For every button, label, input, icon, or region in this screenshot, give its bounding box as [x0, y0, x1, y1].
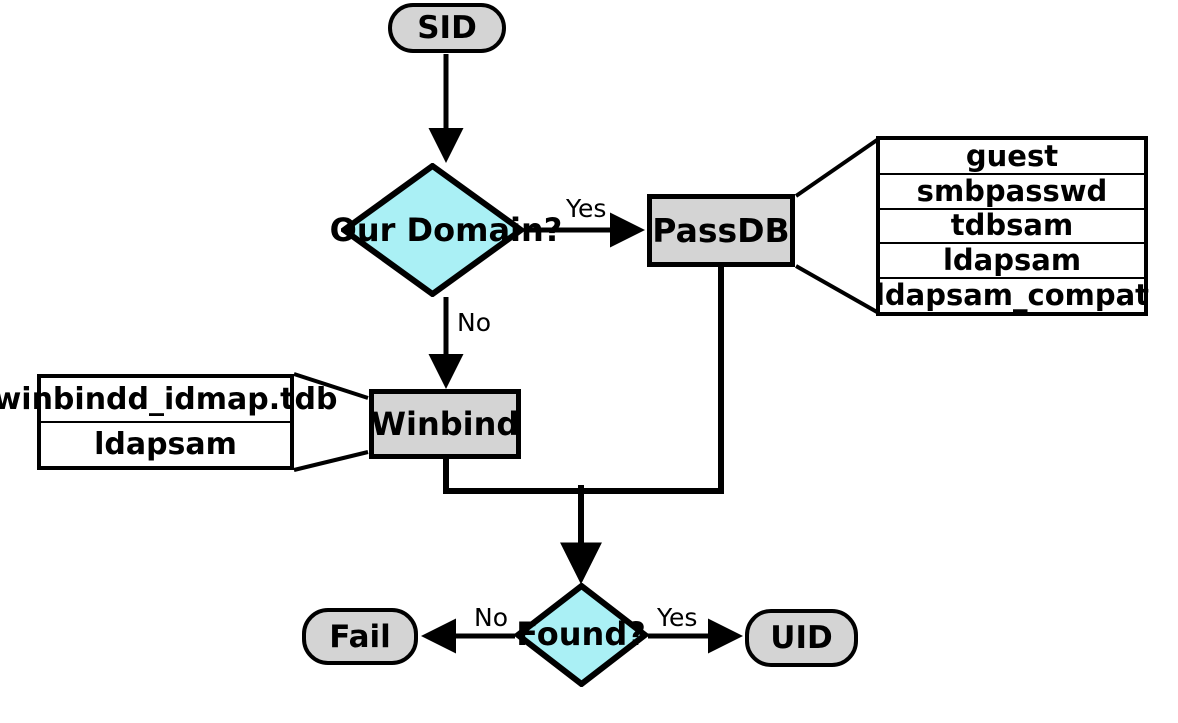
node-passdb[interactable]: PassDB	[647, 194, 795, 267]
table-row[interactable]: smbpasswd	[880, 175, 1144, 210]
node-found[interactable]	[515, 583, 648, 687]
passdb-backend-ldapsam: ldapsam	[942, 243, 1082, 278]
table-row[interactable]: winbindd_idmap.tdb	[0, 378, 337, 423]
edge-winbind-to-junction	[443, 459, 581, 494]
table-row[interactable]: guest	[880, 140, 1144, 175]
passdb-backend-guest: guest	[965, 138, 1059, 173]
node-sid-label: SID	[417, 10, 477, 46]
edge-label-found-yes: Yes	[657, 603, 698, 632]
table-row[interactable]: ldapsam	[41, 423, 290, 466]
passdb-backends-table: guest smbpasswd tdbsam ldapsam ldapsam_c…	[875, 136, 1149, 316]
edge-passdb-to-junction	[581, 267, 724, 494]
leader-passdb-top	[794, 138, 879, 198]
node-winbind-label: Winbind	[370, 405, 520, 443]
node-fail-label: Fail	[329, 618, 391, 655]
table-row[interactable]: ldapsam	[880, 243, 1144, 280]
table-row[interactable]: ldapsam_compat	[875, 279, 1149, 312]
passdb-backend-tdbsam: tdbsam	[950, 208, 1074, 243]
node-sid[interactable]: SID	[388, 3, 506, 53]
winbind-backend-ldapsam: ldapsam	[94, 426, 237, 462]
edge-label-domain-no: No	[457, 308, 491, 337]
node-winbind[interactable]: Winbind	[369, 389, 521, 459]
node-our-domain[interactable]	[341, 163, 524, 297]
table-row[interactable]: tdbsam	[880, 210, 1144, 245]
node-fail[interactable]: Fail	[302, 608, 418, 665]
passdb-backend-ldapsam-compat: ldapsam_compat	[874, 278, 1150, 313]
leader-passdb-bottom	[795, 264, 878, 314]
winbind-backends-table: winbindd_idmap.tdb ldapsam	[0, 374, 337, 470]
edge-label-domain-yes: Yes	[566, 194, 607, 223]
node-passdb-label: PassDB	[652, 211, 790, 250]
edge-label-found-no: No	[474, 603, 508, 632]
winbind-backend-idmap-tdb: winbindd_idmap.tdb	[0, 381, 338, 417]
leader-winbind-bottom	[293, 450, 369, 472]
found-diamond-shape	[515, 583, 648, 687]
leader-winbind-top	[293, 372, 369, 400]
passdb-backend-smbpasswd: smbpasswd	[916, 173, 1108, 208]
node-uid[interactable]: UID	[745, 609, 858, 667]
our-domain-diamond-shape	[341, 163, 524, 297]
node-uid-label: UID	[770, 620, 833, 656]
